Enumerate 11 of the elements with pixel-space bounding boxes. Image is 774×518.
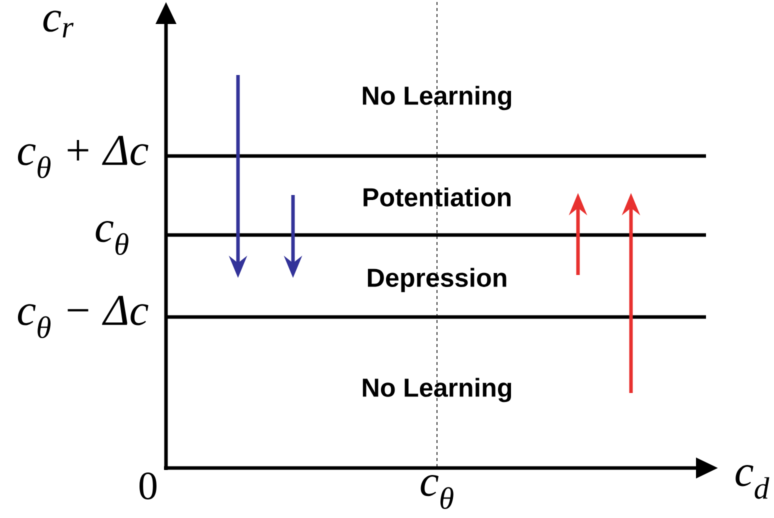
region-label: No Learning bbox=[362, 378, 512, 402]
axis-label: c$_{θ}$ bbox=[96, 220, 128, 255]
axis-label: 0 bbox=[140, 472, 156, 500]
axis-label: c$_{r}$ bbox=[43, 10, 74, 38]
region-label: No Learning bbox=[362, 86, 512, 110]
axis-label: c$_{θ}$ − Δc bbox=[18, 296, 148, 338]
region-label: Potentiation bbox=[364, 187, 510, 207]
axis-label: c$_{θ}$ bbox=[420, 474, 454, 509]
axis-label: c$_{θ}$ + Δc bbox=[18, 136, 148, 178]
axis-label: c$_{d}$ bbox=[736, 465, 770, 499]
region-label: Depression bbox=[368, 268, 506, 292]
